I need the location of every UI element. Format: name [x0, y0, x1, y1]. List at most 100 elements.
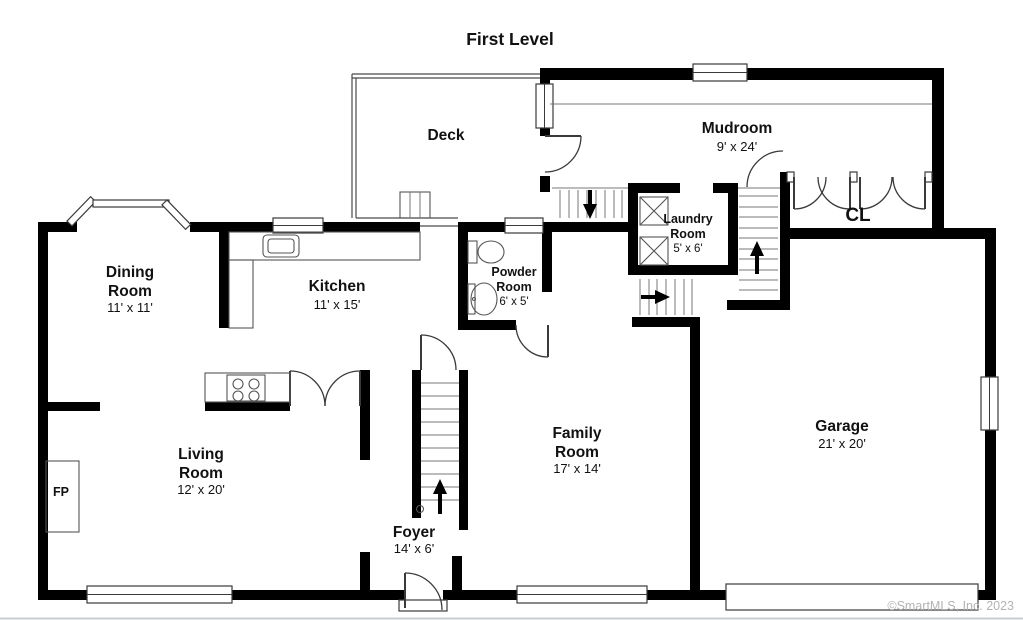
- label-fireplace: FP: [53, 485, 69, 499]
- labels: First Level Deck Mudroom 9' x 24' Dining…: [53, 29, 1014, 613]
- label-mudroom: Mudroom: [702, 120, 773, 137]
- deck-steps: [399, 191, 431, 219]
- wall-powder-top-a: [458, 222, 505, 232]
- wall-laundry-bottom: [628, 265, 738, 275]
- wall-dining-top-right: [190, 222, 229, 232]
- wall-front-door-stub: [452, 556, 462, 590]
- window-living-bottom: [86, 585, 233, 604]
- door-front-entry: [398, 572, 448, 612]
- wall-powder-right: [542, 222, 552, 292]
- window-mudroom-left: [535, 83, 554, 129]
- wall-cl-left: [780, 172, 790, 310]
- label-deck: Deck: [427, 127, 464, 144]
- washer: [639, 196, 669, 226]
- wall-powder-bottom: [458, 320, 516, 330]
- stair-rail-right: [459, 370, 468, 530]
- stove: [226, 374, 266, 402]
- label-living-2: Room: [179, 465, 223, 482]
- fireplace-box: [45, 460, 80, 533]
- door-mudroom-stairs: [746, 150, 784, 188]
- wall-kitchen-living: [205, 402, 290, 411]
- wall-stairs4-south: [632, 317, 700, 327]
- label-closet: CL: [845, 205, 871, 226]
- kitchen-fixtures: [204, 231, 421, 403]
- wall-top-a: [540, 68, 693, 80]
- wall-powder-left: [458, 222, 468, 330]
- wall-laundry-right: [728, 183, 738, 275]
- page-title: First Level: [466, 29, 554, 49]
- wall-garage-left: [690, 317, 700, 600]
- label-laundry-dims: 5' x 6': [673, 243, 702, 255]
- wall-mudroom-right: [932, 68, 944, 239]
- door-deck-mudroom: [544, 135, 582, 173]
- kitchen-counter-left: [228, 259, 254, 329]
- label-powder-1: Powder: [491, 265, 536, 279]
- label-garage: Garage: [815, 418, 869, 435]
- bay-window: [66, 195, 192, 231]
- wall-kitchen-top-a: [229, 222, 273, 232]
- door-foyer-stair-top: [420, 334, 457, 371]
- windows: [66, 63, 999, 604]
- stairs-up-second: [738, 187, 780, 291]
- label-family-2: Room: [555, 444, 599, 461]
- wall-laundry-top-b: [713, 183, 738, 193]
- wall-foyer-left-lower: [360, 552, 370, 590]
- toilet: [467, 240, 505, 264]
- door-kitchen-french-right: [324, 370, 361, 407]
- laundry-fixtures: [639, 196, 669, 266]
- window-garage-right: [980, 376, 999, 431]
- stairs-landing-right: [639, 279, 693, 315]
- wall-kitchen-top-b: [323, 222, 420, 232]
- deck-outline: [351, 73, 540, 219]
- label-living-1: Living: [178, 446, 224, 463]
- wall-garage-top: [782, 228, 996, 239]
- label-kitchen: Kitchen: [309, 278, 366, 295]
- label-foyer-dims: 14' x 6': [394, 541, 434, 556]
- wall-stair-south: [556, 222, 638, 232]
- kitchen-island-counter: [204, 372, 291, 403]
- window-powder-top: [504, 217, 544, 234]
- label-dining-dims: 11' x 11': [107, 300, 153, 315]
- powder-fixtures: [467, 240, 505, 316]
- window-kitchen-top: [272, 217, 324, 234]
- wall-laundry-top-a: [628, 183, 680, 193]
- closet-doors: [786, 171, 933, 210]
- kitchen-counter-top: [228, 231, 421, 261]
- wall-outer-left: [38, 222, 48, 600]
- door-kitchen-french-left: [289, 370, 326, 407]
- stairs-foyer: [415, 382, 459, 514]
- wall-dining-kitchen: [219, 222, 229, 328]
- window-family-bottom: [516, 585, 648, 604]
- label-powder-2: Room: [496, 280, 531, 294]
- label-dining-2: Room: [108, 283, 152, 300]
- garage-door: [725, 583, 979, 611]
- label-living-dims: 12' x 20': [177, 482, 225, 497]
- kitchen-sink: [262, 234, 300, 258]
- label-family-1: Family: [552, 425, 601, 442]
- label-garage-dims: 21' x 20': [818, 436, 866, 451]
- label-mudroom-dims: 9' x 24': [717, 139, 757, 154]
- wall-stairs3-cap: [727, 300, 790, 310]
- stair-rail-left: [412, 370, 421, 518]
- label-laundry-2: Room: [670, 227, 705, 241]
- label-family-dims: 17' x 14': [553, 461, 601, 476]
- wall-laundry-left: [628, 183, 638, 275]
- label-dining-1: Dining: [106, 264, 154, 281]
- wall-foyer-left-upper: [360, 370, 370, 460]
- bathroom-sink: [467, 282, 498, 316]
- watermark: ©SmartMLS, Inc. 2023: [887, 599, 1014, 613]
- wall-top-b: [747, 68, 944, 80]
- window-mudroom-top: [692, 63, 748, 82]
- label-laundry-1: Laundry: [663, 212, 712, 226]
- doors: [289, 135, 933, 612]
- label-powder-dims: 6' x 5': [499, 296, 528, 308]
- wall-dining-living-stub: [48, 402, 100, 411]
- label-kitchen-dims: 11' x 15': [314, 297, 361, 312]
- wall-dining-top-left: [38, 222, 77, 232]
- door-powder-room: [515, 324, 549, 358]
- wall-mudroom-left-b: [540, 176, 550, 192]
- dryer: [639, 236, 669, 266]
- label-foyer: Foyer: [393, 524, 435, 541]
